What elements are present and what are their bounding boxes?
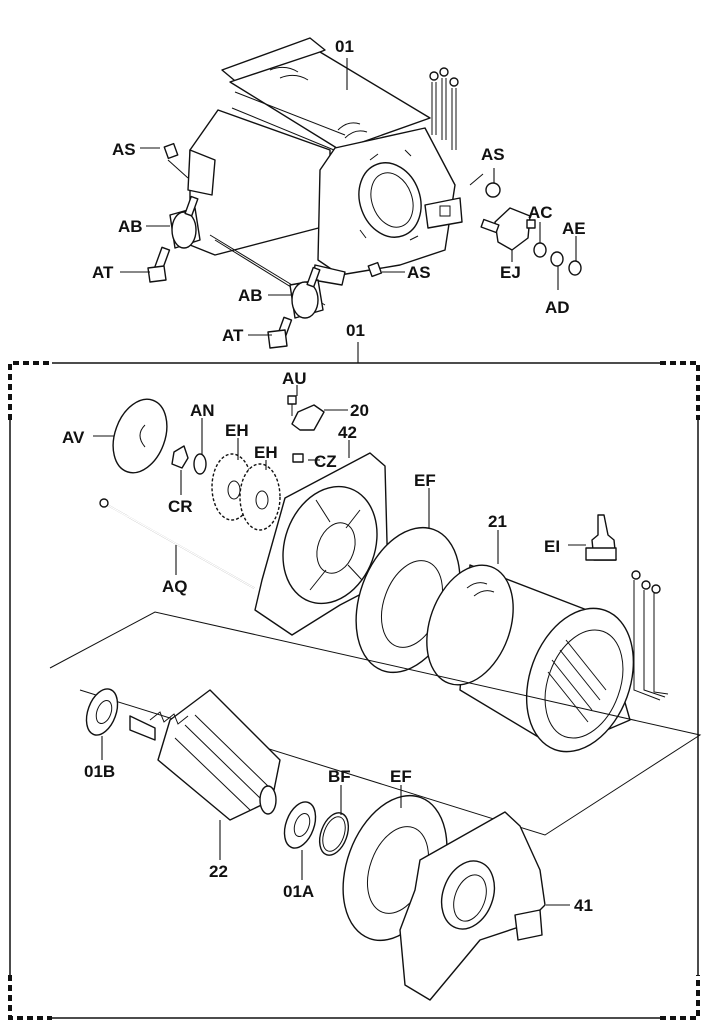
ab-left-mount [169, 195, 201, 249]
label-01a: 01A [283, 882, 314, 901]
label-ab-left: AB [118, 217, 143, 236]
label-01-upper: 01 [335, 37, 354, 56]
as-bottom-nut [367, 261, 383, 278]
upper-assembly-group: 01 AS AS AB AT AS AB AT AC AE EJ AD [92, 37, 586, 349]
bf-ring [318, 812, 350, 856]
ae-nut [568, 260, 582, 276]
label-eh-1: EH [225, 421, 249, 440]
label-ei: EI [544, 537, 560, 556]
as-right-nut [485, 182, 501, 198]
label-01-frame: 01 [346, 321, 365, 340]
part-21-stator [426, 564, 669, 753]
label-01b: 01B [84, 762, 115, 781]
label-20: 20 [350, 401, 369, 420]
label-ej: EJ [500, 263, 521, 282]
label-as-left: AS [112, 140, 136, 159]
part-41-end-bracket [399, 811, 546, 1001]
aq-through-bolt [99, 498, 255, 589]
label-21: 21 [488, 512, 507, 531]
at-left-bolt [147, 246, 171, 283]
alternator-housing [187, 37, 463, 306]
at-bottom-bolt [267, 316, 293, 349]
01a-bearing [283, 801, 317, 849]
lower-assembly-group: AU 20 CZ 42 AV AN EH EH CR AQ EF 21 EI 0… [49, 369, 702, 1001]
ab-bottom-mount [289, 266, 324, 319]
as-left-nut [163, 142, 179, 160]
label-an: AN [190, 401, 215, 420]
eh-sprocket-2 [239, 463, 281, 531]
an-washer [193, 453, 207, 475]
ac-washer [533, 242, 547, 258]
label-au: AU [282, 369, 307, 388]
label-eh-2: EH [254, 443, 278, 462]
label-ef-bottom: EF [390, 767, 412, 786]
assembly-guide-line [49, 611, 702, 836]
part-22-rotor [129, 689, 281, 821]
part-42-end-bracket [254, 452, 389, 636]
label-cz: CZ [314, 452, 337, 471]
av-cover [112, 398, 168, 474]
ej-terminal [480, 207, 536, 251]
label-ae: AE [562, 219, 586, 238]
label-ad: AD [545, 298, 570, 317]
label-ef-top: EF [414, 471, 436, 490]
label-42: 42 [338, 423, 357, 442]
label-at-bottom: AT [222, 326, 244, 345]
label-22: 22 [209, 862, 228, 881]
label-at-left: AT [92, 263, 114, 282]
label-as-bottom: AS [407, 263, 431, 282]
label-ac: AC [528, 203, 553, 222]
01b-bearing [85, 688, 119, 736]
label-ab-bottom: AB [238, 286, 263, 305]
ad-washer [550, 251, 564, 267]
ei-boot [585, 514, 617, 561]
label-av: AV [62, 428, 85, 447]
part-20-bracket [291, 404, 325, 431]
label-aq: AQ [162, 577, 188, 596]
label-41: 41 [574, 896, 593, 915]
lower-assembly-frame: 01 [8, 321, 700, 1020]
label-cr: CR [168, 497, 193, 516]
au-screw [287, 395, 297, 416]
label-bf: BF [328, 767, 351, 786]
label-as-right-top: AS [481, 145, 505, 164]
cr-nut [171, 445, 189, 469]
cz-nut [292, 453, 304, 463]
